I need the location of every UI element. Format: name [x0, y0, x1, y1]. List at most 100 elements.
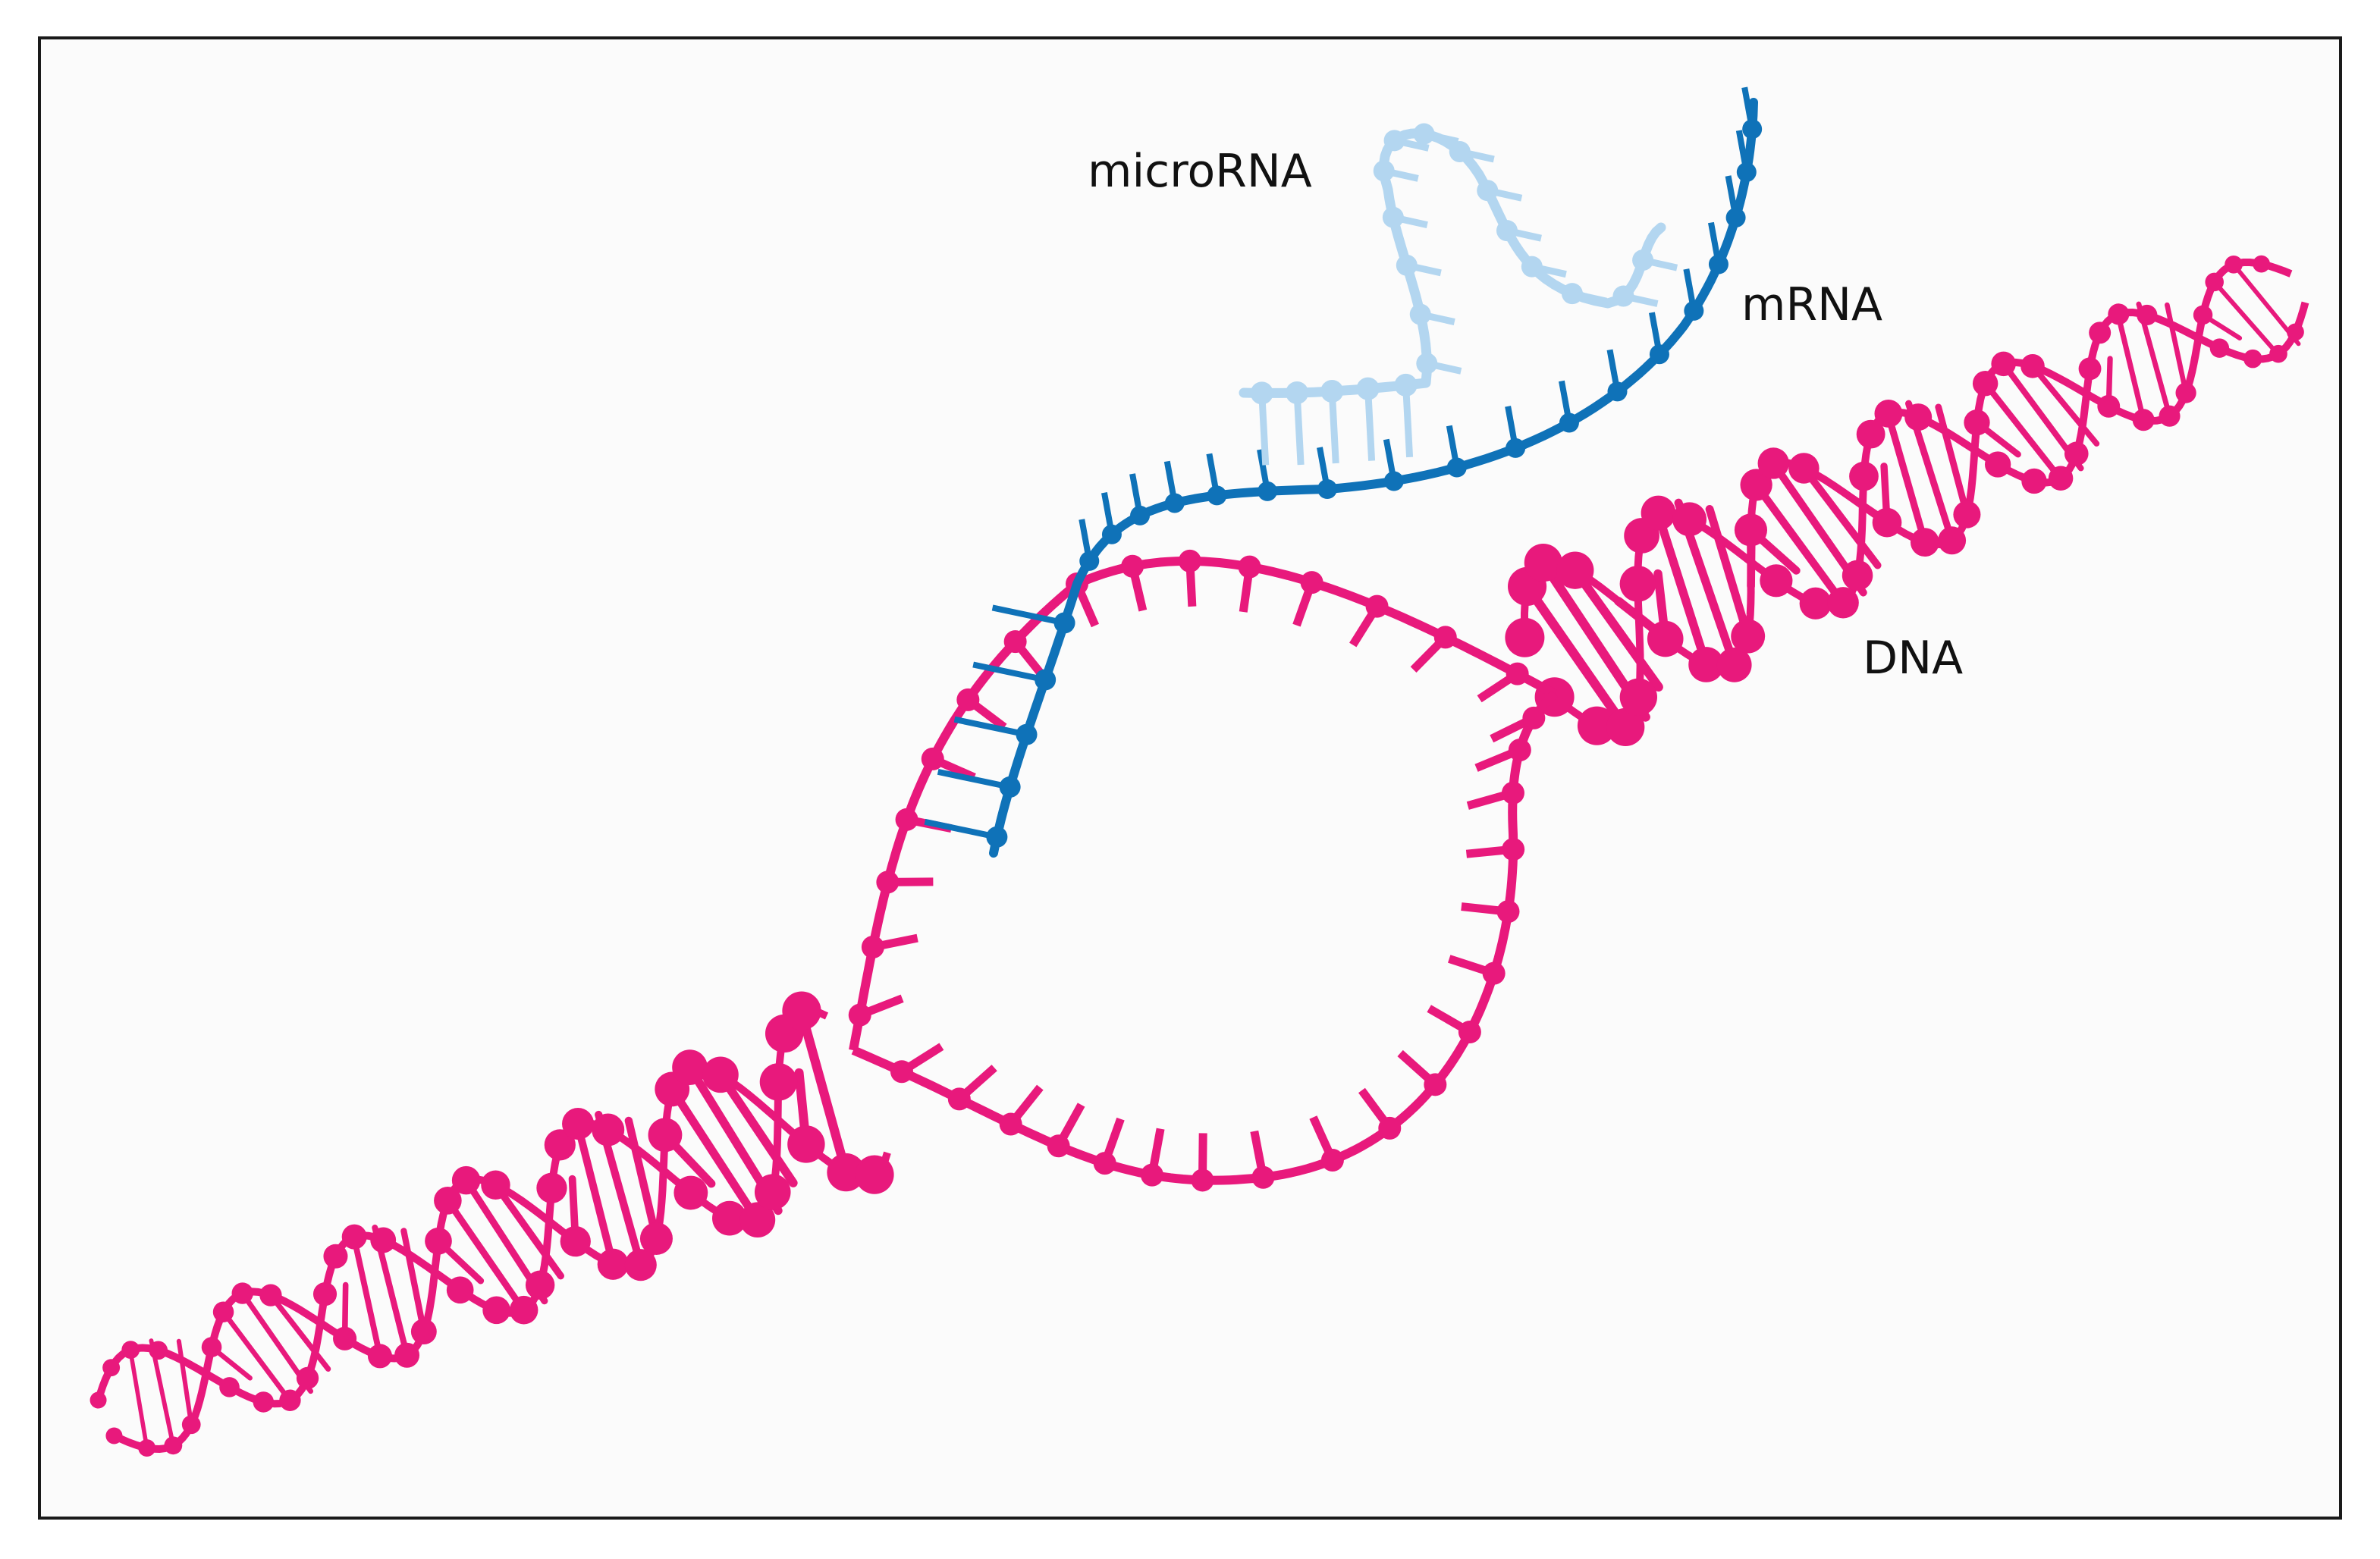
dna-nucleotide	[2064, 441, 2089, 466]
dna-nucleotide	[861, 936, 884, 959]
dna-base-pair	[1522, 582, 1622, 721]
dna-nucleotide	[592, 1113, 625, 1147]
microrna-nucleotide	[1477, 180, 1499, 202]
dna-base-pair	[2117, 319, 2146, 423]
mrna-nucleotide	[1725, 208, 1746, 228]
dna-nucleotide	[1641, 495, 1676, 531]
dna-nucleotide	[562, 1108, 595, 1140]
dna-nucleotide	[1740, 469, 1772, 501]
mrna-base	[972, 661, 1046, 683]
dna-base-pair	[667, 1084, 755, 1214]
microrna-base	[1293, 392, 1305, 466]
mrna-nucleotide	[1559, 412, 1579, 433]
dna-nucleotide	[525, 1270, 555, 1300]
dna-nucleotide	[2159, 405, 2181, 427]
dna-nucleotide	[2021, 468, 2047, 494]
dna-nucleotide	[1378, 1116, 1402, 1140]
dna-nucleotide	[536, 1172, 567, 1203]
mrna-nucleotide	[1708, 254, 1728, 274]
dna-nucleotide	[1502, 838, 1525, 861]
dna-nucleotide	[121, 1341, 140, 1360]
dna-nucleotide	[1619, 566, 1656, 602]
microrna-nucleotide	[1382, 206, 1404, 228]
dna-nucleotide	[1320, 1148, 1344, 1172]
microrna-hairpin	[1239, 123, 1678, 466]
dna-base-pair	[129, 1356, 149, 1451]
dna-nucleotide	[1647, 620, 1684, 657]
dna-nucleotide	[739, 1202, 776, 1237]
mrna-nucleotide	[1035, 669, 1057, 691]
microrna-base	[1402, 384, 1414, 458]
microrna-nucleotide	[1396, 254, 1418, 276]
dna-nucleotide	[702, 1056, 739, 1093]
dna-nucleotide	[1799, 587, 1832, 620]
dna-nucleotide	[370, 1227, 397, 1253]
dna-nucleotide	[2209, 338, 2230, 358]
dna-nucleotide	[1991, 351, 2016, 377]
dna-base-pair	[2165, 302, 2189, 396]
dna-nucleotide	[1849, 461, 1879, 491]
dna-nucleotide	[1505, 617, 1545, 657]
dna-base-pair	[1800, 464, 1882, 569]
dna-nucleotide	[231, 1282, 253, 1304]
mrna-nucleotide	[1258, 481, 1278, 501]
microrna-base	[1364, 388, 1376, 461]
dna-nucleotide	[1093, 1152, 1116, 1175]
dna-nucleotide	[481, 1170, 510, 1200]
dna-nucleotide	[410, 1319, 437, 1345]
dna-nucleotide	[482, 1296, 510, 1325]
dna-nucleotide	[279, 1389, 301, 1411]
dna-base-pair	[1887, 420, 1929, 546]
dna-nucleotide	[1874, 399, 1903, 428]
dna-nucleotide	[2175, 382, 2196, 403]
dna-nucleotide	[164, 1436, 183, 1455]
dna-nucleotide	[956, 688, 980, 711]
mrna-strand	[924, 86, 1763, 858]
dna-base-pair	[1657, 521, 1711, 670]
dna-nucleotide	[1827, 587, 1859, 619]
dna-nucleotide	[201, 1337, 222, 1357]
mrna-nucleotide	[1607, 381, 1628, 402]
dna-base-pair	[1705, 505, 1753, 641]
dna-base-pair	[716, 1070, 798, 1187]
dna-base-pair	[800, 1019, 851, 1178]
dna-nucleotide	[921, 747, 944, 770]
dna-nucleotide	[2089, 322, 2112, 344]
dna-lower-helix	[89, 991, 894, 1457]
dna-nucleotide	[509, 1295, 538, 1325]
dna-nucleotide	[1524, 543, 1562, 582]
dna-nucleotide	[1496, 900, 1520, 924]
mrna-nucleotide	[1317, 479, 1337, 499]
dna-nucleotide	[624, 1249, 657, 1281]
dna-nucleotide	[2132, 409, 2155, 431]
dna-nucleotide	[446, 1276, 474, 1304]
dna-label: DNA	[1863, 632, 1964, 685]
dna-nucleotide	[2097, 394, 2121, 418]
mrna-nucleotide	[1446, 457, 1467, 478]
dna-nucleotide	[1178, 549, 1201, 572]
microrna-nucleotide	[1449, 141, 1471, 163]
dna-nucleotide	[1508, 739, 1531, 762]
dna-nucleotide	[434, 1186, 462, 1215]
dna-base-pair	[1570, 566, 1663, 692]
dna-nucleotide	[138, 1439, 156, 1457]
dna-nucleotide	[1716, 647, 1752, 682]
dna-nucleotide	[1688, 647, 1724, 682]
dna-nucleotide	[754, 1174, 791, 1210]
dna-nucleotide	[1760, 564, 1793, 598]
mrna-nucleotide	[1101, 524, 1122, 544]
mrna-nucleotide	[1383, 471, 1404, 491]
dna-nucleotide	[1788, 453, 1820, 484]
dna-nucleotide	[947, 1087, 971, 1111]
dna-nucleotide	[1238, 555, 1261, 579]
dna-nucleotide	[787, 1125, 825, 1163]
dna-nucleotide	[2020, 353, 2045, 378]
dna-nucleotide	[1522, 706, 1546, 729]
dna-nucleotide	[212, 1301, 234, 1322]
dna-nucleotide	[1140, 1163, 1163, 1187]
microrna-nucleotide	[1356, 377, 1380, 400]
mrna-nucleotide	[1207, 485, 1227, 506]
dna-nucleotide	[648, 1118, 683, 1153]
dna-nucleotide	[1619, 678, 1658, 716]
